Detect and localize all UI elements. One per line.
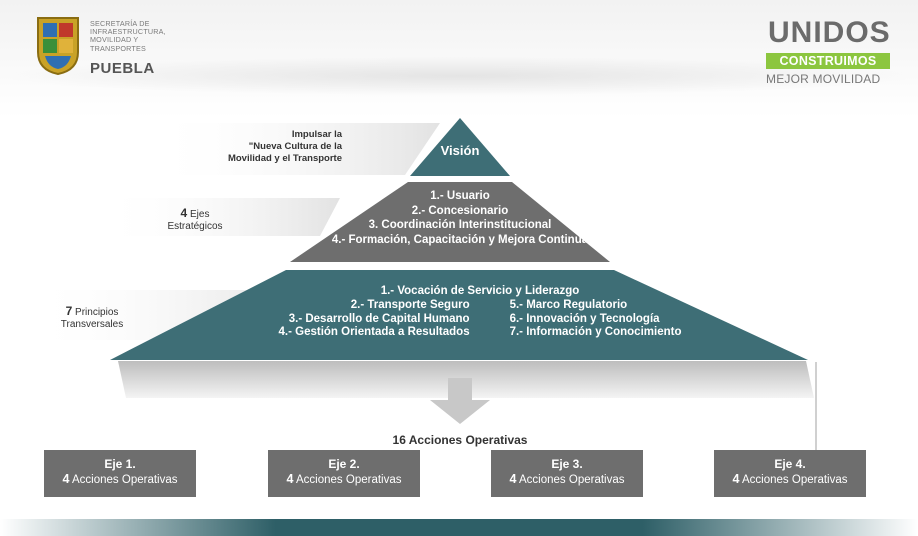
vision-tier	[410, 118, 510, 176]
eje-item: 3. Coordinación Interinstitucional	[368, 219, 552, 231]
header-band	[0, 0, 918, 118]
principios-label-a: Principios	[75, 307, 119, 318]
org-line: SECRETARÍA DE	[90, 19, 150, 28]
eje-box-name: Eje 1.	[104, 457, 136, 471]
vision-label-line: "Nueva Cultura de la	[248, 141, 342, 152]
principios-label: 7 Principios Transversales	[44, 305, 140, 331]
org-line: MOVILIDAD Y	[90, 35, 139, 45]
ejes-label-b: Estratégicos	[167, 221, 223, 232]
eje-box-text: Acciones Operativas	[742, 474, 848, 486]
principios-count: 7	[65, 304, 73, 318]
org-line: INFRAESTRUCTURA,	[90, 27, 166, 37]
vision-title: Visión	[440, 143, 480, 158]
ejes-list: 1.- Usuario 2.- Concesionario 3. Coordin…	[280, 189, 640, 247]
ejes-label: 4 Ejes Estratégicos	[150, 207, 240, 233]
eje-box-count: 4	[62, 472, 70, 486]
vision-label: Impulsar la "Nueva Cultura de la Movilid…	[184, 129, 342, 165]
principio-item: 6.- Innovación y Tecnología	[509, 312, 660, 325]
eje-box-name: Eje 4.	[774, 457, 806, 471]
principios-left-column: 2.- Transporte Seguro 3.- Desarrollo de …	[279, 299, 470, 340]
principio-item: 3.- Desarrollo de Capital Humano	[288, 312, 470, 325]
brand-bottom: MEJOR MOVILIDAD	[766, 72, 881, 86]
principio-item: 1.- Vocación de Servicio y Liderazgo	[380, 285, 580, 297]
eje-box-text: Acciones Operativas	[519, 474, 625, 486]
principio-item: 5.- Marco Regulatorio	[509, 298, 628, 311]
down-arrow-icon	[430, 378, 490, 424]
principios-list: 1.- Vocación de Servicio y Liderazgo 2.-…	[160, 285, 800, 340]
campaign-logo: UNIDOS CONSTRUIMOS MEJOR MOVILIDAD	[760, 16, 900, 96]
org-city: PUEBLA	[90, 60, 155, 77]
eje-box-name: Eje 2.	[328, 457, 360, 471]
secretaria-logo: SECRETARÍA DE INFRAESTRUCTURA, MOVILIDAD…	[34, 14, 224, 84]
eje-box-name: Eje 3.	[551, 457, 583, 471]
principio-item: 2.- Transporte Seguro	[350, 298, 470, 311]
eje-3-box: Eje 3. 4 Acciones Operativas	[491, 450, 643, 497]
eje-4-box: Eje 4. 4 Acciones Operativas	[714, 450, 866, 497]
ejes-label-a: Ejes	[190, 209, 210, 220]
eje-box-text: Acciones Operativas	[296, 474, 402, 486]
brand-top: UNIDOS	[768, 16, 891, 49]
eje-1-box: Eje 1. 4 Acciones Operativas	[44, 450, 196, 497]
ejes-count: 4	[180, 206, 188, 220]
eje-item: 4.- Formación, Capacitación y Mejora Con…	[331, 233, 589, 246]
eje-2-box: Eje 2. 4 Acciones Operativas	[268, 450, 420, 497]
vision-label-band	[150, 123, 440, 175]
principios-label-b: Transversales	[60, 319, 124, 330]
org-line: TRANSPORTES	[90, 43, 146, 53]
eje-box-count: 4	[509, 472, 517, 486]
principio-item: 4.- Gestión Orientada a Resultados	[278, 326, 470, 339]
vision-label-line: Impulsar la	[291, 129, 342, 140]
footer-band	[0, 519, 918, 536]
principios-tier	[110, 270, 808, 360]
coat-of-arms-icon	[37, 17, 79, 76]
principio-item: 7.- Información y Conocimiento	[509, 326, 682, 339]
eje-box-text: Acciones Operativas	[72, 474, 178, 486]
acciones-title: 16 Acciones Operativas	[392, 433, 528, 447]
principios-right-column: 5.- Marco Regulatorio 6.- Innovación y T…	[510, 299, 682, 340]
secretaria-name: SECRETARÍA DE INFRAESTRUCTURA, MOVILIDAD…	[90, 19, 166, 53]
ejes-label-band	[100, 198, 340, 236]
eje-box-count: 4	[732, 472, 740, 486]
brand-badge: CONSTRUIMOS	[766, 53, 890, 69]
eje-item: 1.- Usuario	[430, 190, 490, 202]
eje-item: 2.- Concesionario	[411, 204, 509, 217]
vision-label-line: Movilidad y el Transporte	[227, 153, 342, 164]
eje-box-count: 4	[286, 472, 294, 486]
ejes-tier	[290, 182, 610, 262]
